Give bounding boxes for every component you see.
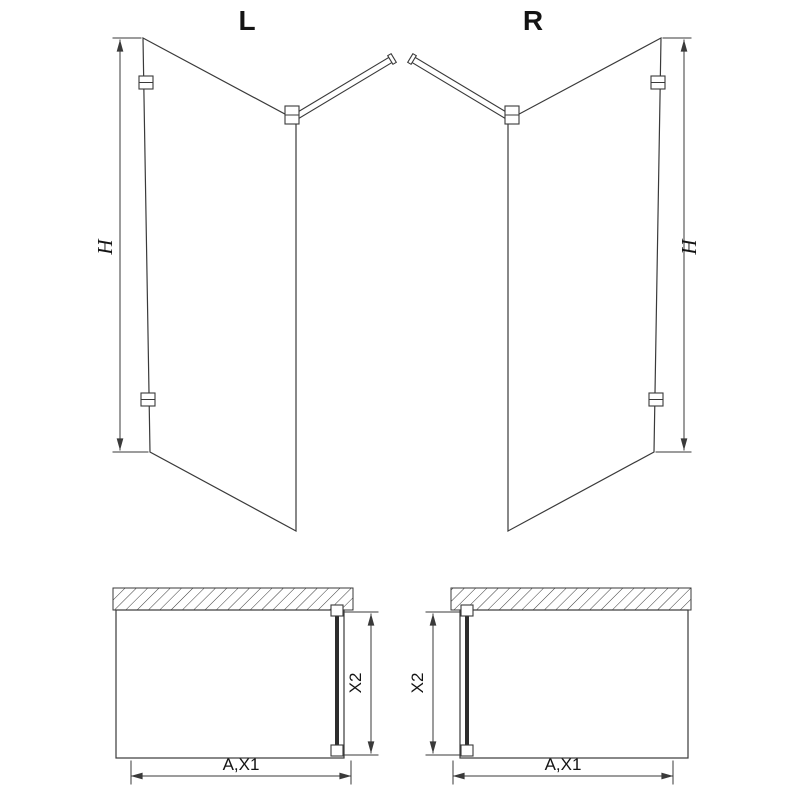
- dimension-width-left: A,X1: [130, 755, 352, 785]
- floor-bracket-top-view: [460, 744, 474, 757]
- wall-hatch: [450, 587, 692, 611]
- width-dim-label-left: A,X1: [223, 755, 260, 774]
- plan-right: X2 A,X1: [408, 587, 692, 785]
- dimension-depth-left: X2: [344, 611, 379, 756]
- elevation-left: L H: [93, 5, 398, 533]
- support-bar-body: [409, 55, 510, 120]
- support-bar-body: [294, 55, 395, 120]
- dimension-height-right: H: [655, 37, 701, 453]
- support-bar: [284, 52, 398, 125]
- elevation-right: R H: [406, 5, 701, 533]
- variant-label-left: L: [238, 5, 255, 36]
- dimension-width-right: A,X1: [452, 755, 674, 785]
- glass-panel: [507, 36, 662, 533]
- dimension-height-left: H: [93, 37, 149, 453]
- support-bar-wall-mount: [406, 52, 418, 66]
- support-bar: [406, 52, 520, 125]
- dimension-depth-right: X2: [408, 611, 460, 756]
- wall-bracket-bottom: [648, 392, 664, 407]
- depth-dim-label-left: X2: [346, 673, 365, 694]
- wall-bracket-top-view: [330, 604, 344, 617]
- wall-bracket-top-view: [460, 604, 474, 617]
- shower-tray-outline: [115, 609, 345, 759]
- plan-left: X2 A,X1: [112, 587, 379, 785]
- wall-bracket-top: [650, 75, 666, 90]
- shower-tray-outline: [459, 609, 689, 759]
- depth-dim-label-right: X2: [408, 673, 427, 694]
- support-bar-wall-mount: [386, 52, 398, 66]
- wall-bracket-bottom: [140, 392, 156, 407]
- height-dim-label-left: H: [93, 238, 117, 256]
- height-dim-label-right: H: [677, 238, 701, 256]
- variant-label-right: R: [523, 5, 543, 36]
- floor-bracket-top-view: [330, 744, 344, 757]
- wall-bracket-top: [138, 75, 154, 90]
- width-dim-label-right: A,X1: [545, 755, 582, 774]
- wall-hatch: [112, 587, 354, 611]
- glass-panel: [142, 36, 297, 533]
